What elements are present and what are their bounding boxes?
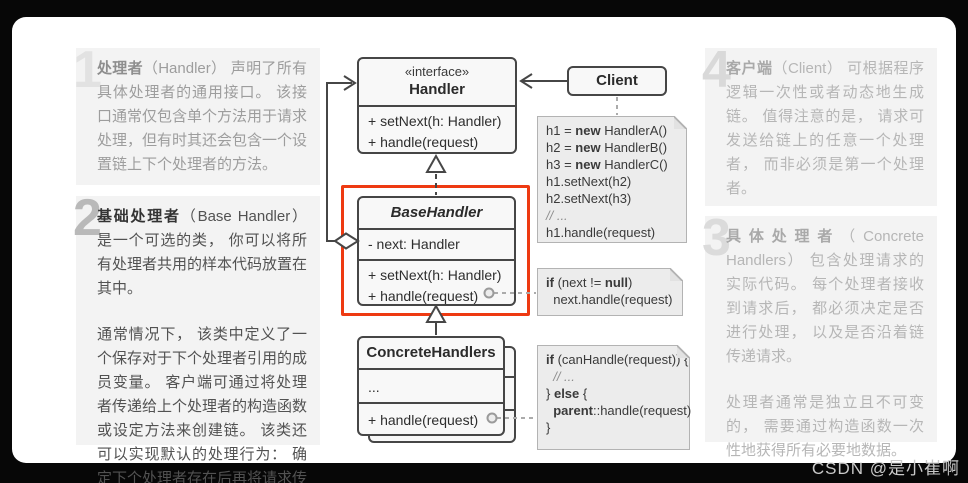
- step-number-1: 1: [73, 41, 102, 99]
- base-handler-methods-section: + setNext(h: Handler) + handle(request): [359, 259, 514, 311]
- note-client-code: h1 = new HandlerA() h2 = new HandlerB() h3…: [537, 116, 687, 243]
- annotation-paragraph: 通常情况下， 该类中定义了一个保存对于下个处理者引用的成员变量。 客户端可通过将…: [97, 326, 308, 483]
- annotation-panel-client: 4 客户端（Client） 可根据程序逻辑一次性或者动态地生成链。 值得注意的是…: [702, 44, 937, 206]
- step-number-2: 2: [73, 189, 102, 247]
- csdn-watermark: CSDN @是小崔啊: [811, 459, 960, 478]
- code-line: if (next != null): [546, 275, 633, 290]
- annotation-paragraph: 处理者通常是独立且不可变的， 需要通过构造函数一次性地获得所有必要地数据。: [726, 394, 924, 459]
- handler-stereotype: «interface»: [404, 64, 470, 79]
- annotation-text-base-handler: 基础处理者（Base Handler） 是一个可选的类， 你可以将所有处理者共用…: [76, 196, 320, 483]
- code-line: h1.handle(request): [546, 225, 656, 240]
- code-line: parent::handle(request): [553, 403, 692, 418]
- concrete-handlers-fields-section: ...: [359, 368, 503, 402]
- base-handler-name: BaseHandler: [390, 204, 483, 221]
- uml-member: + setNext(h: Handler): [368, 267, 502, 283]
- uml-member: ...: [368, 379, 380, 395]
- code-line: }: [546, 420, 551, 435]
- uml-class-base-handler: BaseHandler - next: Handler + setNext(h:…: [357, 196, 516, 306]
- note-fold-icon: [677, 345, 690, 358]
- uml-class-concrete-handlers: ConcreteHandlers ... + handle(request): [357, 336, 505, 436]
- uml-member: + handle(request): [368, 288, 479, 304]
- annotation-panel-concrete-handlers: 3 具体处理者（Concrete Handlers） 包含处理请求的实际代码。 …: [702, 212, 937, 459]
- code-line: // ...: [546, 208, 568, 223]
- code-line: h2.setNext(h3): [546, 191, 632, 206]
- code-line: next.handle(request): [546, 292, 673, 307]
- code-line: h1 = new HandlerA(): [546, 123, 668, 138]
- uml-member: - next: Handler: [368, 236, 460, 252]
- client-code-block: h1 = new HandlerA() h2 = new HandlerB() h3…: [546, 122, 678, 241]
- handler-methods-section: + setNext(h: Handler) + handle(request): [359, 105, 515, 157]
- code-line: // ...: [546, 369, 575, 384]
- uml-class-client: Client: [567, 66, 667, 96]
- note-concrete-handle-code: if (canHandle(request)) { // ... } else {…: [537, 345, 692, 450]
- uml-member: + handle(request): [368, 412, 479, 428]
- annotation-panel-base-handler: 2 基础处理者（Base Handler） 是一个可选的类， 你可以将所有处理者…: [73, 192, 320, 483]
- code-line: } else {: [546, 386, 588, 401]
- uml-member: + handle(request): [368, 134, 479, 150]
- annotation-panel-handler: 1 处理者（Handler） 声明了所有具体处理者的通用接口。 该接口通常仅包含…: [73, 44, 320, 185]
- note-fold-icon: [674, 116, 687, 129]
- base-handler-header: BaseHandler: [359, 198, 514, 228]
- base-handle-code-block: if (next != null) next.handle(request): [546, 274, 674, 308]
- annotation-text-handler: 处理者（Handler） 声明了所有具体处理者的通用接口。 该接口通常仅包含单个…: [76, 48, 320, 177]
- uml-member: + setNext(h: Handler): [368, 113, 502, 129]
- annotation-paragraph: 处理者（Handler） 声明了所有具体处理者的通用接口。 该接口通常仅包含单个…: [97, 60, 308, 173]
- concrete-handlers-methods-section: + handle(request): [359, 402, 503, 435]
- base-handler-fields-section: - next: Handler: [359, 228, 514, 259]
- client-name: Client: [596, 72, 638, 89]
- annotation-text-concrete-handlers: 具体处理者（Concrete Handlers） 包含处理请求的实际代码。 每个…: [705, 216, 937, 463]
- annotation-paragraph: 客户端（Client） 可根据程序逻辑一次性或者动态地生成链。 值得注意的是， …: [726, 60, 924, 197]
- annotation-text-client: 客户端（Client） 可根据程序逻辑一次性或者动态地生成链。 值得注意的是， …: [705, 48, 937, 201]
- annotation-paragraph: 具体处理者（Concrete Handlers） 包含处理请求的实际代码。 每个…: [726, 228, 924, 365]
- code-line: h1.setNext(h2): [546, 174, 632, 189]
- step-number-3: 3: [702, 209, 731, 267]
- step-number-4: 4: [702, 41, 731, 99]
- handler-header: «interface» Handler: [359, 59, 515, 105]
- code-line: if (canHandle(request)) {: [546, 352, 689, 367]
- note-fold-icon: [670, 268, 683, 281]
- note-base-handle-code: if (next != null) next.handle(request): [537, 268, 683, 316]
- handler-name: Handler: [409, 81, 465, 98]
- annotation-paragraph: 基础处理者（Base Handler） 是一个可选的类， 你可以将所有处理者共用…: [97, 208, 308, 297]
- concrete-handlers-header: ConcreteHandlers: [359, 338, 503, 368]
- code-line: h3 = new HandlerC(): [546, 157, 668, 172]
- concrete-handlers-name: ConcreteHandlers: [366, 344, 496, 361]
- concrete-handle-code-block: if (canHandle(request)) { // ... } else {…: [546, 351, 692, 436]
- uml-class-handler: «interface» Handler + setNext(h: Handler…: [357, 57, 517, 154]
- code-line: h2 = new HandlerB(): [546, 140, 668, 155]
